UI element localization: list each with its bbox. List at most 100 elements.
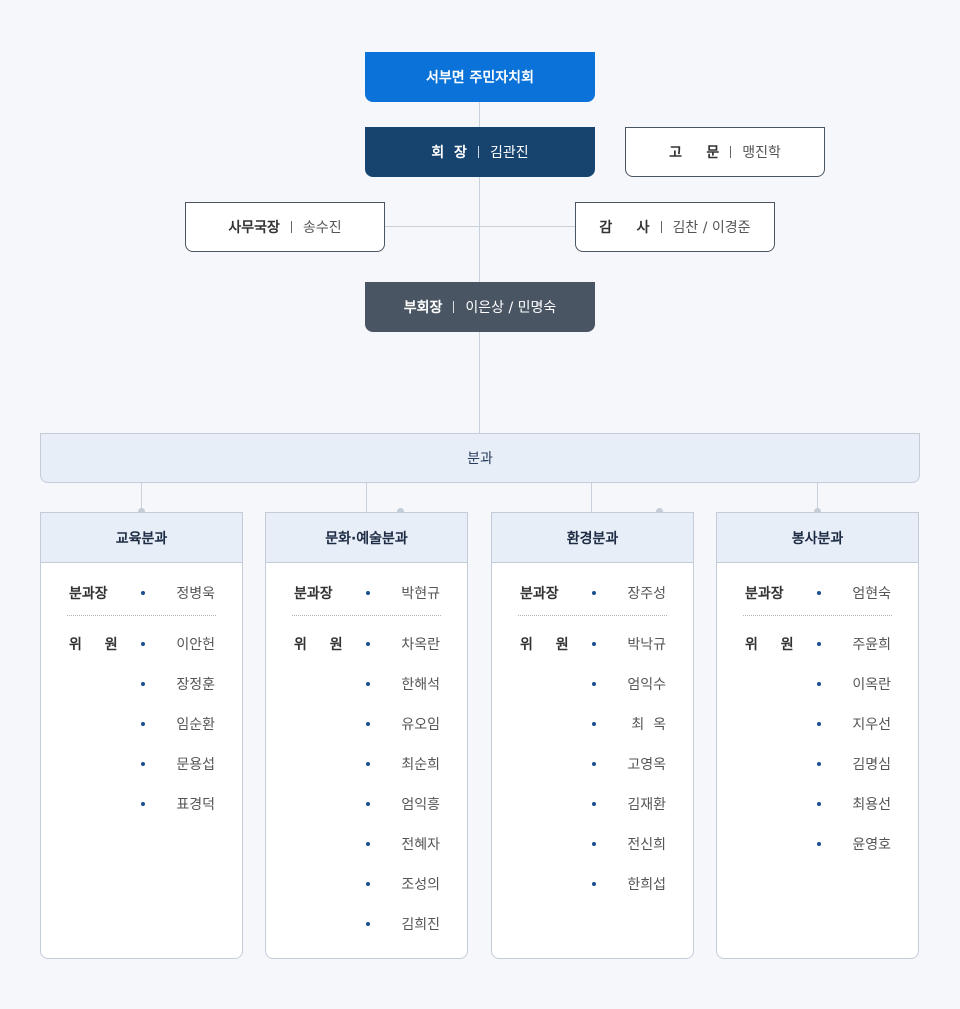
secretary-name: 송수진 xyxy=(302,220,342,236)
connector-dot-1 xyxy=(138,508,145,515)
member-name: 엄익수 xyxy=(627,677,666,693)
member-row: 엄익수 xyxy=(492,663,693,703)
bullet-icon xyxy=(141,682,145,686)
member-row: 이옥란 xyxy=(717,663,918,703)
connector-dot-2 xyxy=(397,508,404,515)
connector-sub-1 xyxy=(141,483,142,512)
member-row: 최순희 xyxy=(266,743,467,783)
member-name: 윤영호 xyxy=(852,837,891,853)
bullet-icon xyxy=(817,842,821,846)
member-name: 김희진 xyxy=(401,917,440,933)
bullet-icon xyxy=(366,802,370,806)
bullet-icon xyxy=(141,591,145,595)
connector-horizontal xyxy=(385,226,575,227)
member-row: 조성의 xyxy=(266,863,467,903)
bullet-icon xyxy=(592,762,596,766)
head-name: 장주성 xyxy=(627,586,666,602)
member-name: 전신희 xyxy=(627,837,666,853)
member-row: 윤영호 xyxy=(717,823,918,863)
connector-sub-3 xyxy=(591,483,592,512)
member-name: 박낙규 xyxy=(627,637,666,653)
head-label: 분과장 xyxy=(520,586,559,602)
member-label: 위 원 xyxy=(745,637,803,653)
head-label: 분과장 xyxy=(294,586,333,602)
member-row: 엄익흥 xyxy=(266,783,467,823)
member-row: 문용섭 xyxy=(41,743,242,783)
bullet-icon xyxy=(366,762,370,766)
connector-sub-2 xyxy=(366,483,367,512)
bullet-icon xyxy=(817,682,821,686)
member-name: 차옥란 xyxy=(401,637,440,653)
member-name: 장정훈 xyxy=(176,677,215,693)
head-label: 분과장 xyxy=(69,586,108,602)
member-name: 한해석 xyxy=(401,677,440,693)
dotted-divider xyxy=(743,615,892,616)
member-label: 위 원 xyxy=(69,637,127,653)
bullet-icon xyxy=(592,722,596,726)
connector-sub-4 xyxy=(817,483,818,512)
member-row: 표경덕 xyxy=(41,783,242,823)
member-name: 주윤희 xyxy=(852,637,891,653)
bullet-icon xyxy=(366,922,370,926)
bullet-icon xyxy=(141,722,145,726)
member-label: 위 원 xyxy=(520,637,578,653)
council-title-box: 서부면 주민자치회 xyxy=(365,52,595,102)
subcommittee-title: 봉사분과 xyxy=(717,513,918,563)
member-name: 최순희 xyxy=(401,757,440,773)
member-name: 김재환 xyxy=(627,797,666,813)
member-name: 지우선 xyxy=(852,717,891,733)
subcommittee-title: 교육분과 xyxy=(41,513,242,563)
vice-president-separator xyxy=(453,301,455,313)
member-row: 최용선 xyxy=(717,783,918,823)
auditor-role: 감 사 xyxy=(599,220,650,236)
bullet-icon xyxy=(366,882,370,886)
bullet-icon xyxy=(141,642,145,646)
member-row: 장정훈 xyxy=(41,663,242,703)
advisor-box: 고 문 맹진학 xyxy=(625,127,825,177)
bullet-icon xyxy=(592,682,596,686)
member-row: 위 원 주윤희 xyxy=(717,623,918,663)
bullet-icon xyxy=(366,842,370,846)
member-name: 조성의 xyxy=(401,877,440,893)
bullet-icon xyxy=(592,842,596,846)
member-name: 이옥란 xyxy=(852,677,891,693)
member-row: 위 원 박낙규 xyxy=(492,623,693,663)
bullet-icon xyxy=(592,591,596,595)
auditor-name: 김찬 / 이경준 xyxy=(672,220,751,236)
member-name: 최 옥 xyxy=(631,717,666,733)
head-name: 엄현숙 xyxy=(852,586,891,602)
connector-trunk xyxy=(479,102,480,433)
advisor-role: 고 문 xyxy=(669,145,720,161)
dotted-divider xyxy=(292,615,441,616)
member-row: 김재환 xyxy=(492,783,693,823)
advisor-separator xyxy=(730,146,732,158)
member-row: 지우선 xyxy=(717,703,918,743)
auditor-box: 감 사 김찬 / 이경준 xyxy=(575,202,775,252)
bullet-icon xyxy=(366,591,370,595)
member-name: 문용섭 xyxy=(176,757,215,773)
president-box: 회 장 김관진 xyxy=(365,127,595,177)
member-row: 유오임 xyxy=(266,703,467,743)
member-name: 한희섭 xyxy=(627,877,666,893)
member-name: 임순환 xyxy=(176,717,215,733)
bullet-icon xyxy=(817,802,821,806)
bullet-icon xyxy=(366,682,370,686)
member-name: 최용선 xyxy=(852,797,891,813)
bullet-icon xyxy=(592,802,596,806)
bullet-icon xyxy=(592,642,596,646)
bullet-icon xyxy=(141,802,145,806)
bullet-icon xyxy=(817,722,821,726)
bullet-icon xyxy=(366,642,370,646)
president-name: 김관진 xyxy=(489,145,529,161)
dotted-divider xyxy=(518,615,667,616)
member-name: 김명심 xyxy=(852,757,891,773)
secretary-box: 사무국장 송수진 xyxy=(185,202,385,252)
